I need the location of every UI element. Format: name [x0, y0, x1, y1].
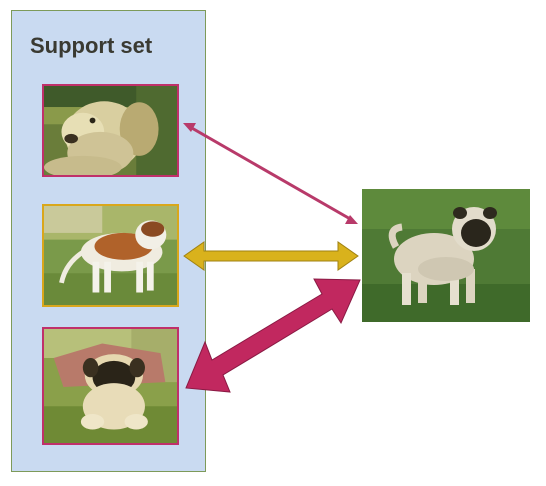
arrow-pug-puppy — [185, 278, 361, 393]
support-image-pug-puppy — [42, 327, 179, 445]
arrow-labrador — [183, 123, 358, 224]
arrow-saint-bernard — [183, 241, 359, 271]
query-image-pug — [362, 189, 530, 322]
support-image-labrador — [42, 84, 179, 177]
support-set-title: Support set — [30, 33, 153, 58]
support-image-saint-bernard — [42, 204, 179, 307]
